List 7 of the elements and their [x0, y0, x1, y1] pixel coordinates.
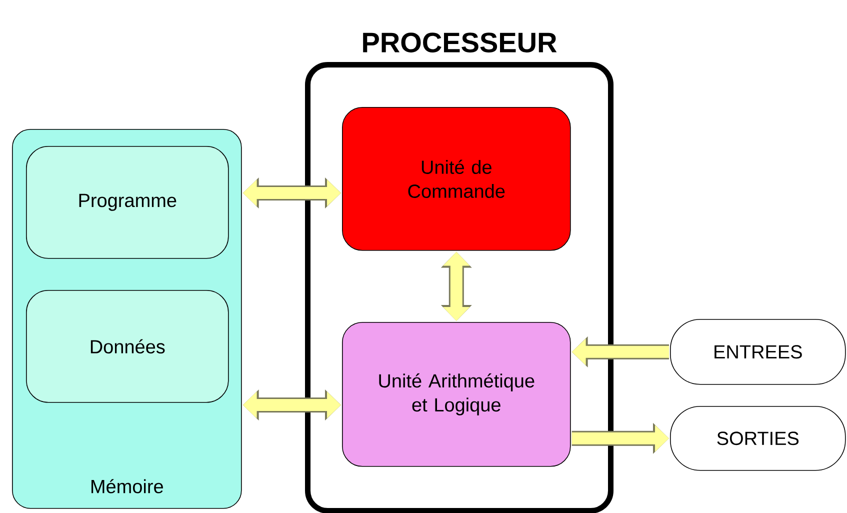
node-label: PROCESSEUR [363, 32, 557, 52]
io-box: SORTIES [670, 406, 846, 471]
memory-box: Programme [26, 146, 229, 259]
alu-box: Unité Arithmétique et Logique [342, 322, 571, 467]
memory-box: Données [26, 290, 229, 403]
control-unit-box: Unité de Commande [342, 107, 571, 251]
io-box: ENTREES [670, 319, 846, 385]
